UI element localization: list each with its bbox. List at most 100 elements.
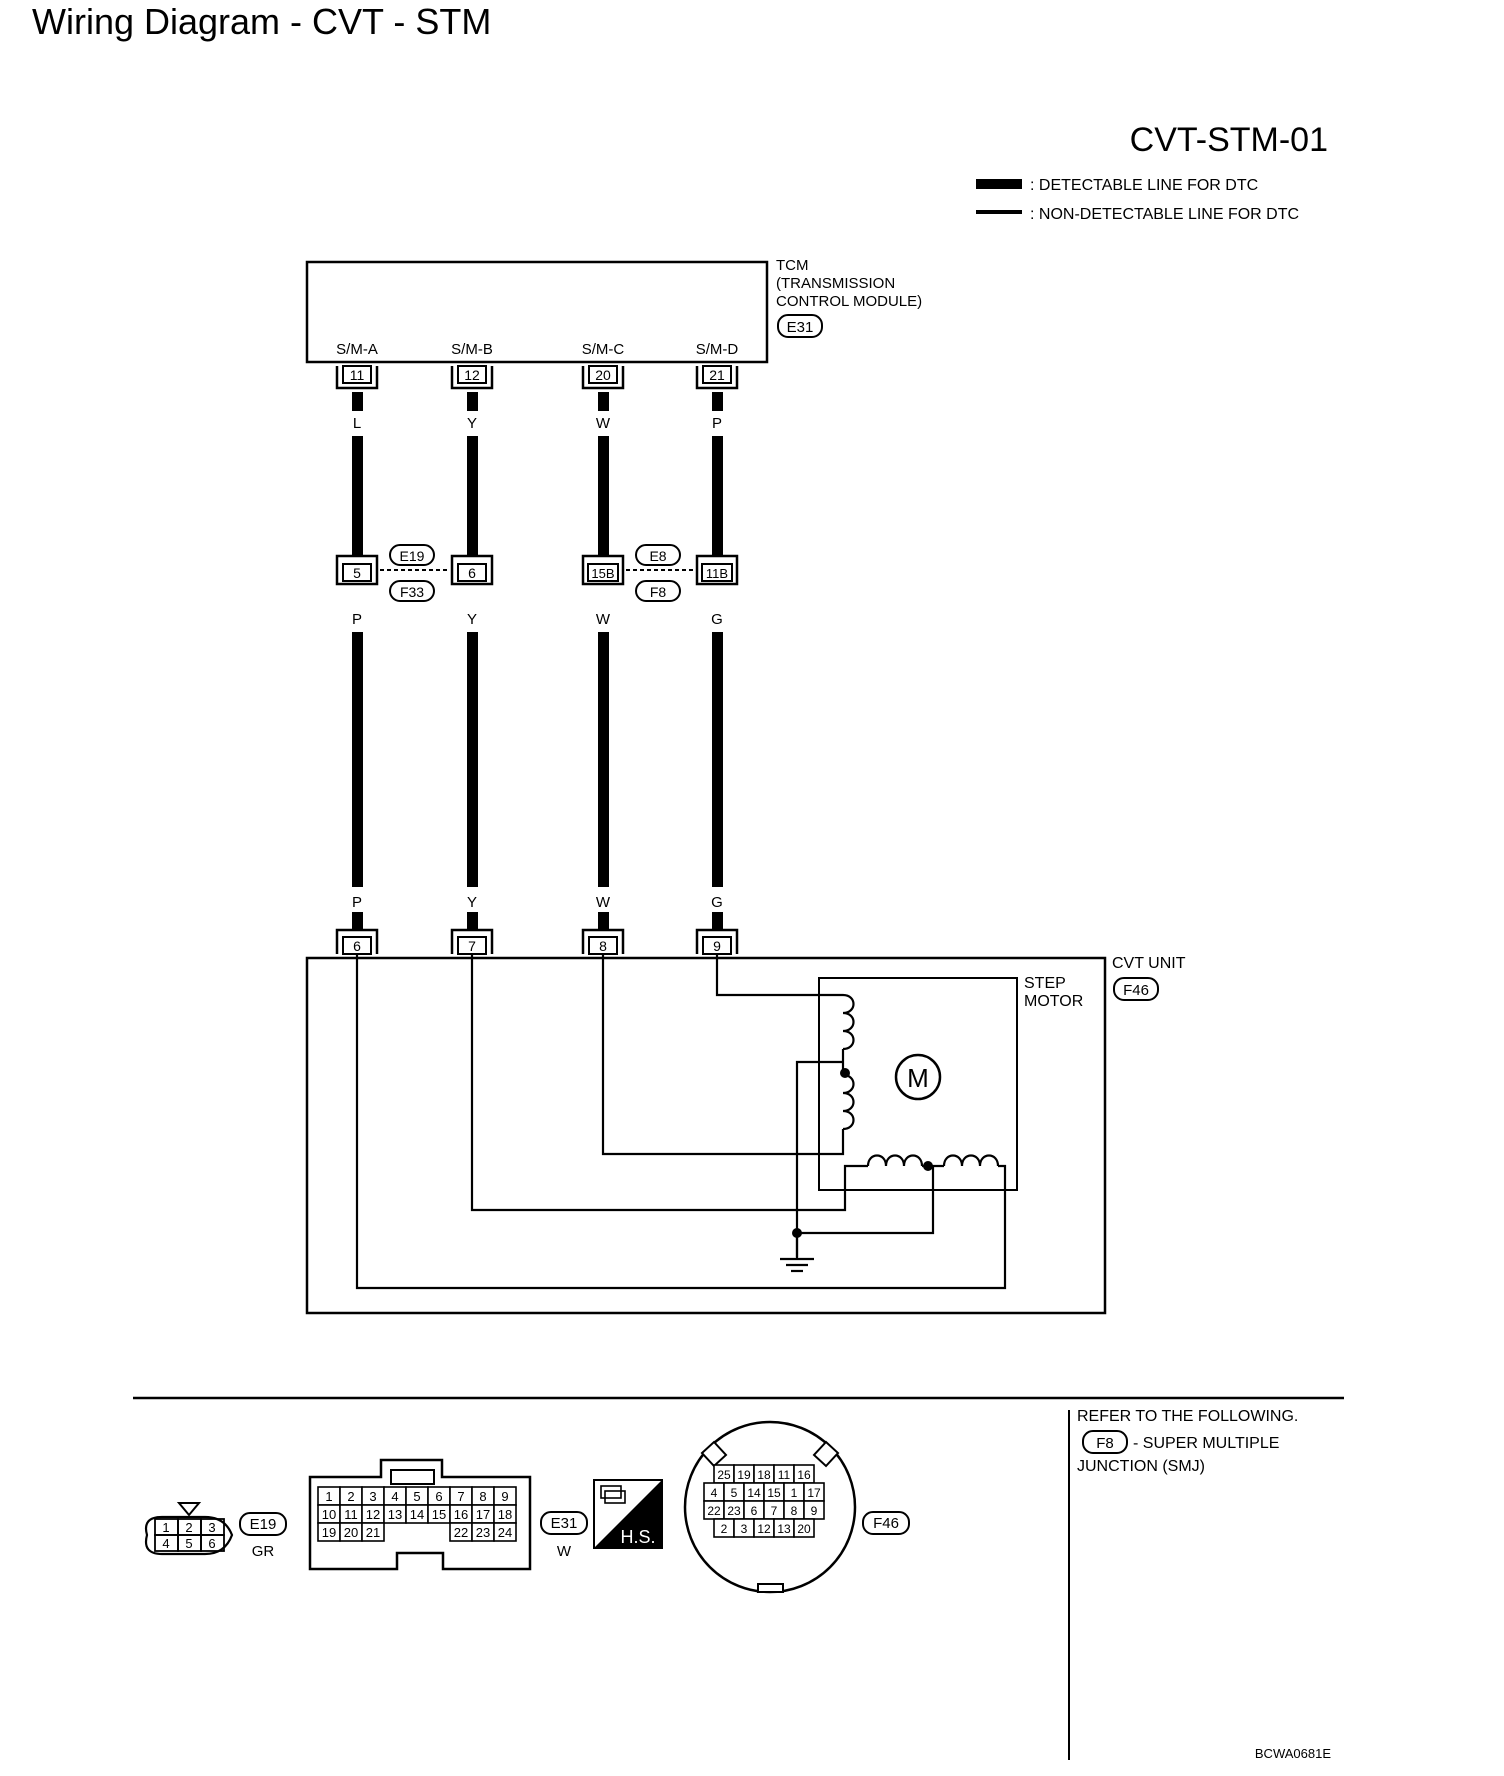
wire-color-mid-b: Y bbox=[467, 611, 477, 628]
f46-pin: 6 bbox=[751, 1504, 758, 1518]
tcm-label: TCM bbox=[776, 257, 809, 274]
cvt-terminal-7: 7 bbox=[450, 928, 494, 955]
e31-pin: 24 bbox=[498, 1525, 512, 1540]
svg-text:6: 6 bbox=[468, 565, 476, 581]
cvt-terminal-6: 6 bbox=[335, 928, 379, 955]
svg-text:20: 20 bbox=[595, 367, 611, 383]
e31-pin: 4 bbox=[391, 1489, 398, 1504]
junction-e19-f33: 5 6 E19 F33 bbox=[335, 544, 494, 602]
hs-connector-symbol: H.S. bbox=[593, 1479, 663, 1549]
e31-pin: 22 bbox=[454, 1525, 468, 1540]
cvt-connector-tag bbox=[1113, 977, 1159, 1001]
svg-text:3: 3 bbox=[208, 1520, 215, 1535]
non-detectable-line-sample bbox=[976, 210, 1022, 214]
refer-line-2: - SUPER MULTIPLE bbox=[1133, 1435, 1279, 1452]
e31-pin: 12 bbox=[366, 1507, 380, 1522]
e31-pin: 6 bbox=[435, 1489, 442, 1504]
e31-pin: 16 bbox=[454, 1507, 468, 1522]
wire-color-top-b: Y bbox=[467, 415, 477, 432]
wire-color-top-d: P bbox=[712, 415, 722, 432]
svg-text:E19: E19 bbox=[250, 1516, 277, 1533]
tcm-terminal-a: 11 bbox=[335, 365, 379, 390]
refer-line-1: REFER TO THE FOLLOWING. bbox=[1077, 1408, 1298, 1425]
step-motor-label: STEP bbox=[1024, 975, 1066, 992]
svg-text:6: 6 bbox=[208, 1536, 215, 1551]
e31-pin: 17 bbox=[476, 1507, 490, 1522]
step-motor-label-2: MOTOR bbox=[1024, 993, 1083, 1010]
svg-text:2: 2 bbox=[185, 1520, 192, 1535]
svg-text:F33: F33 bbox=[400, 584, 424, 600]
legend-non-detectable: : NON-DETECTABLE LINE FOR DTC bbox=[1030, 206, 1299, 223]
e31-pin: 23 bbox=[476, 1525, 490, 1540]
svg-text:5: 5 bbox=[353, 565, 361, 581]
connector-e19-face: 1 2 3 4 5 6 E19 GR bbox=[144, 1502, 287, 1560]
f46-pin: 25 bbox=[717, 1468, 731, 1482]
tcm-pin-name-d: S/M-D bbox=[696, 341, 739, 358]
f46-pin: 22 bbox=[707, 1504, 721, 1518]
svg-text:11: 11 bbox=[350, 367, 365, 383]
tcm-connector-tag bbox=[777, 314, 823, 338]
f46-pin: 2 bbox=[721, 1522, 728, 1536]
e31-pin: 7 bbox=[457, 1489, 464, 1504]
wire-color-low-d: G bbox=[711, 894, 723, 911]
tcm-terminal-d: 21 bbox=[695, 365, 739, 390]
detectable-wires-lower bbox=[352, 632, 723, 887]
svg-text:9: 9 bbox=[713, 938, 721, 954]
detectable-wires-upper bbox=[352, 392, 723, 555]
cvt-terminal-9: 9 bbox=[695, 928, 739, 955]
f46-pin: 17 bbox=[807, 1486, 821, 1500]
cvt-unit: CVT UNIT F46 bbox=[305, 955, 1186, 1315]
internal-wiring bbox=[355, 954, 1007, 1290]
e31-pin: 1 bbox=[325, 1489, 332, 1504]
f46-pin: 20 bbox=[797, 1522, 811, 1536]
cvt-terminals bbox=[352, 912, 723, 930]
wire-color-low-c: W bbox=[596, 894, 611, 911]
tcm-pin-name-b: S/M-B bbox=[451, 341, 493, 358]
figure-code: BCWA0681E bbox=[1255, 1746, 1331, 1761]
e31-pin: 10 bbox=[322, 1507, 336, 1522]
tcm-label-line2: (TRANSMISSION bbox=[776, 275, 895, 292]
tcm-pin-name-a: S/M-A bbox=[336, 341, 378, 358]
wire-color-low-b: Y bbox=[467, 894, 477, 911]
f46-pin: 14 bbox=[747, 1486, 761, 1500]
e31-pin: 5 bbox=[413, 1489, 420, 1504]
svg-text:5: 5 bbox=[185, 1536, 192, 1551]
svg-text:GR: GR bbox=[252, 1543, 275, 1560]
f46-pin: 18 bbox=[757, 1468, 771, 1482]
coil-center-node-horizontal bbox=[923, 1161, 933, 1171]
f46-pin: 13 bbox=[777, 1522, 791, 1536]
f46-pin: 15 bbox=[767, 1486, 781, 1500]
reference-note: REFER TO THE FOLLOWING. F8 - SUPER MULTI… bbox=[1077, 1408, 1298, 1475]
f46-pin: 7 bbox=[771, 1504, 778, 1518]
wire-color-mid-a: P bbox=[352, 611, 362, 628]
e31-pin: 11 bbox=[344, 1507, 358, 1522]
tcm-box bbox=[305, 260, 769, 364]
svg-text:21: 21 bbox=[709, 367, 725, 383]
e31-pin: 8 bbox=[479, 1489, 486, 1504]
svg-text:F8: F8 bbox=[650, 584, 667, 600]
wire-color-top-a: L bbox=[353, 415, 361, 432]
refer-connector-tag bbox=[1082, 1430, 1128, 1454]
motor-symbol bbox=[894, 1053, 942, 1101]
e31-pin: 9 bbox=[501, 1489, 508, 1504]
wire-color-mid-c: W bbox=[596, 611, 611, 628]
f46-pin: 5 bbox=[731, 1486, 738, 1500]
tcm-module: TCM (TRANSMISSION CONTROL MODULE) E31 S/… bbox=[305, 257, 922, 390]
diagram-id: CVT-STM-01 bbox=[1130, 121, 1328, 159]
f46-pin: 23 bbox=[727, 1504, 741, 1518]
f46-pin: 12 bbox=[757, 1522, 771, 1536]
tcm-label-line3: CONTROL MODULE) bbox=[776, 293, 922, 310]
tcm-terminal-b: 12 bbox=[450, 365, 494, 390]
svg-text:8: 8 bbox=[599, 938, 607, 954]
svg-text:1: 1 bbox=[162, 1520, 169, 1535]
tcm-connector-id: E31 bbox=[787, 319, 814, 336]
svg-text:E19: E19 bbox=[400, 548, 425, 564]
f46-pin: 9 bbox=[811, 1504, 818, 1518]
detectable-line-sample bbox=[976, 179, 1022, 189]
wire-color-top-c: W bbox=[596, 415, 611, 432]
svg-text:11B: 11B bbox=[706, 566, 728, 581]
